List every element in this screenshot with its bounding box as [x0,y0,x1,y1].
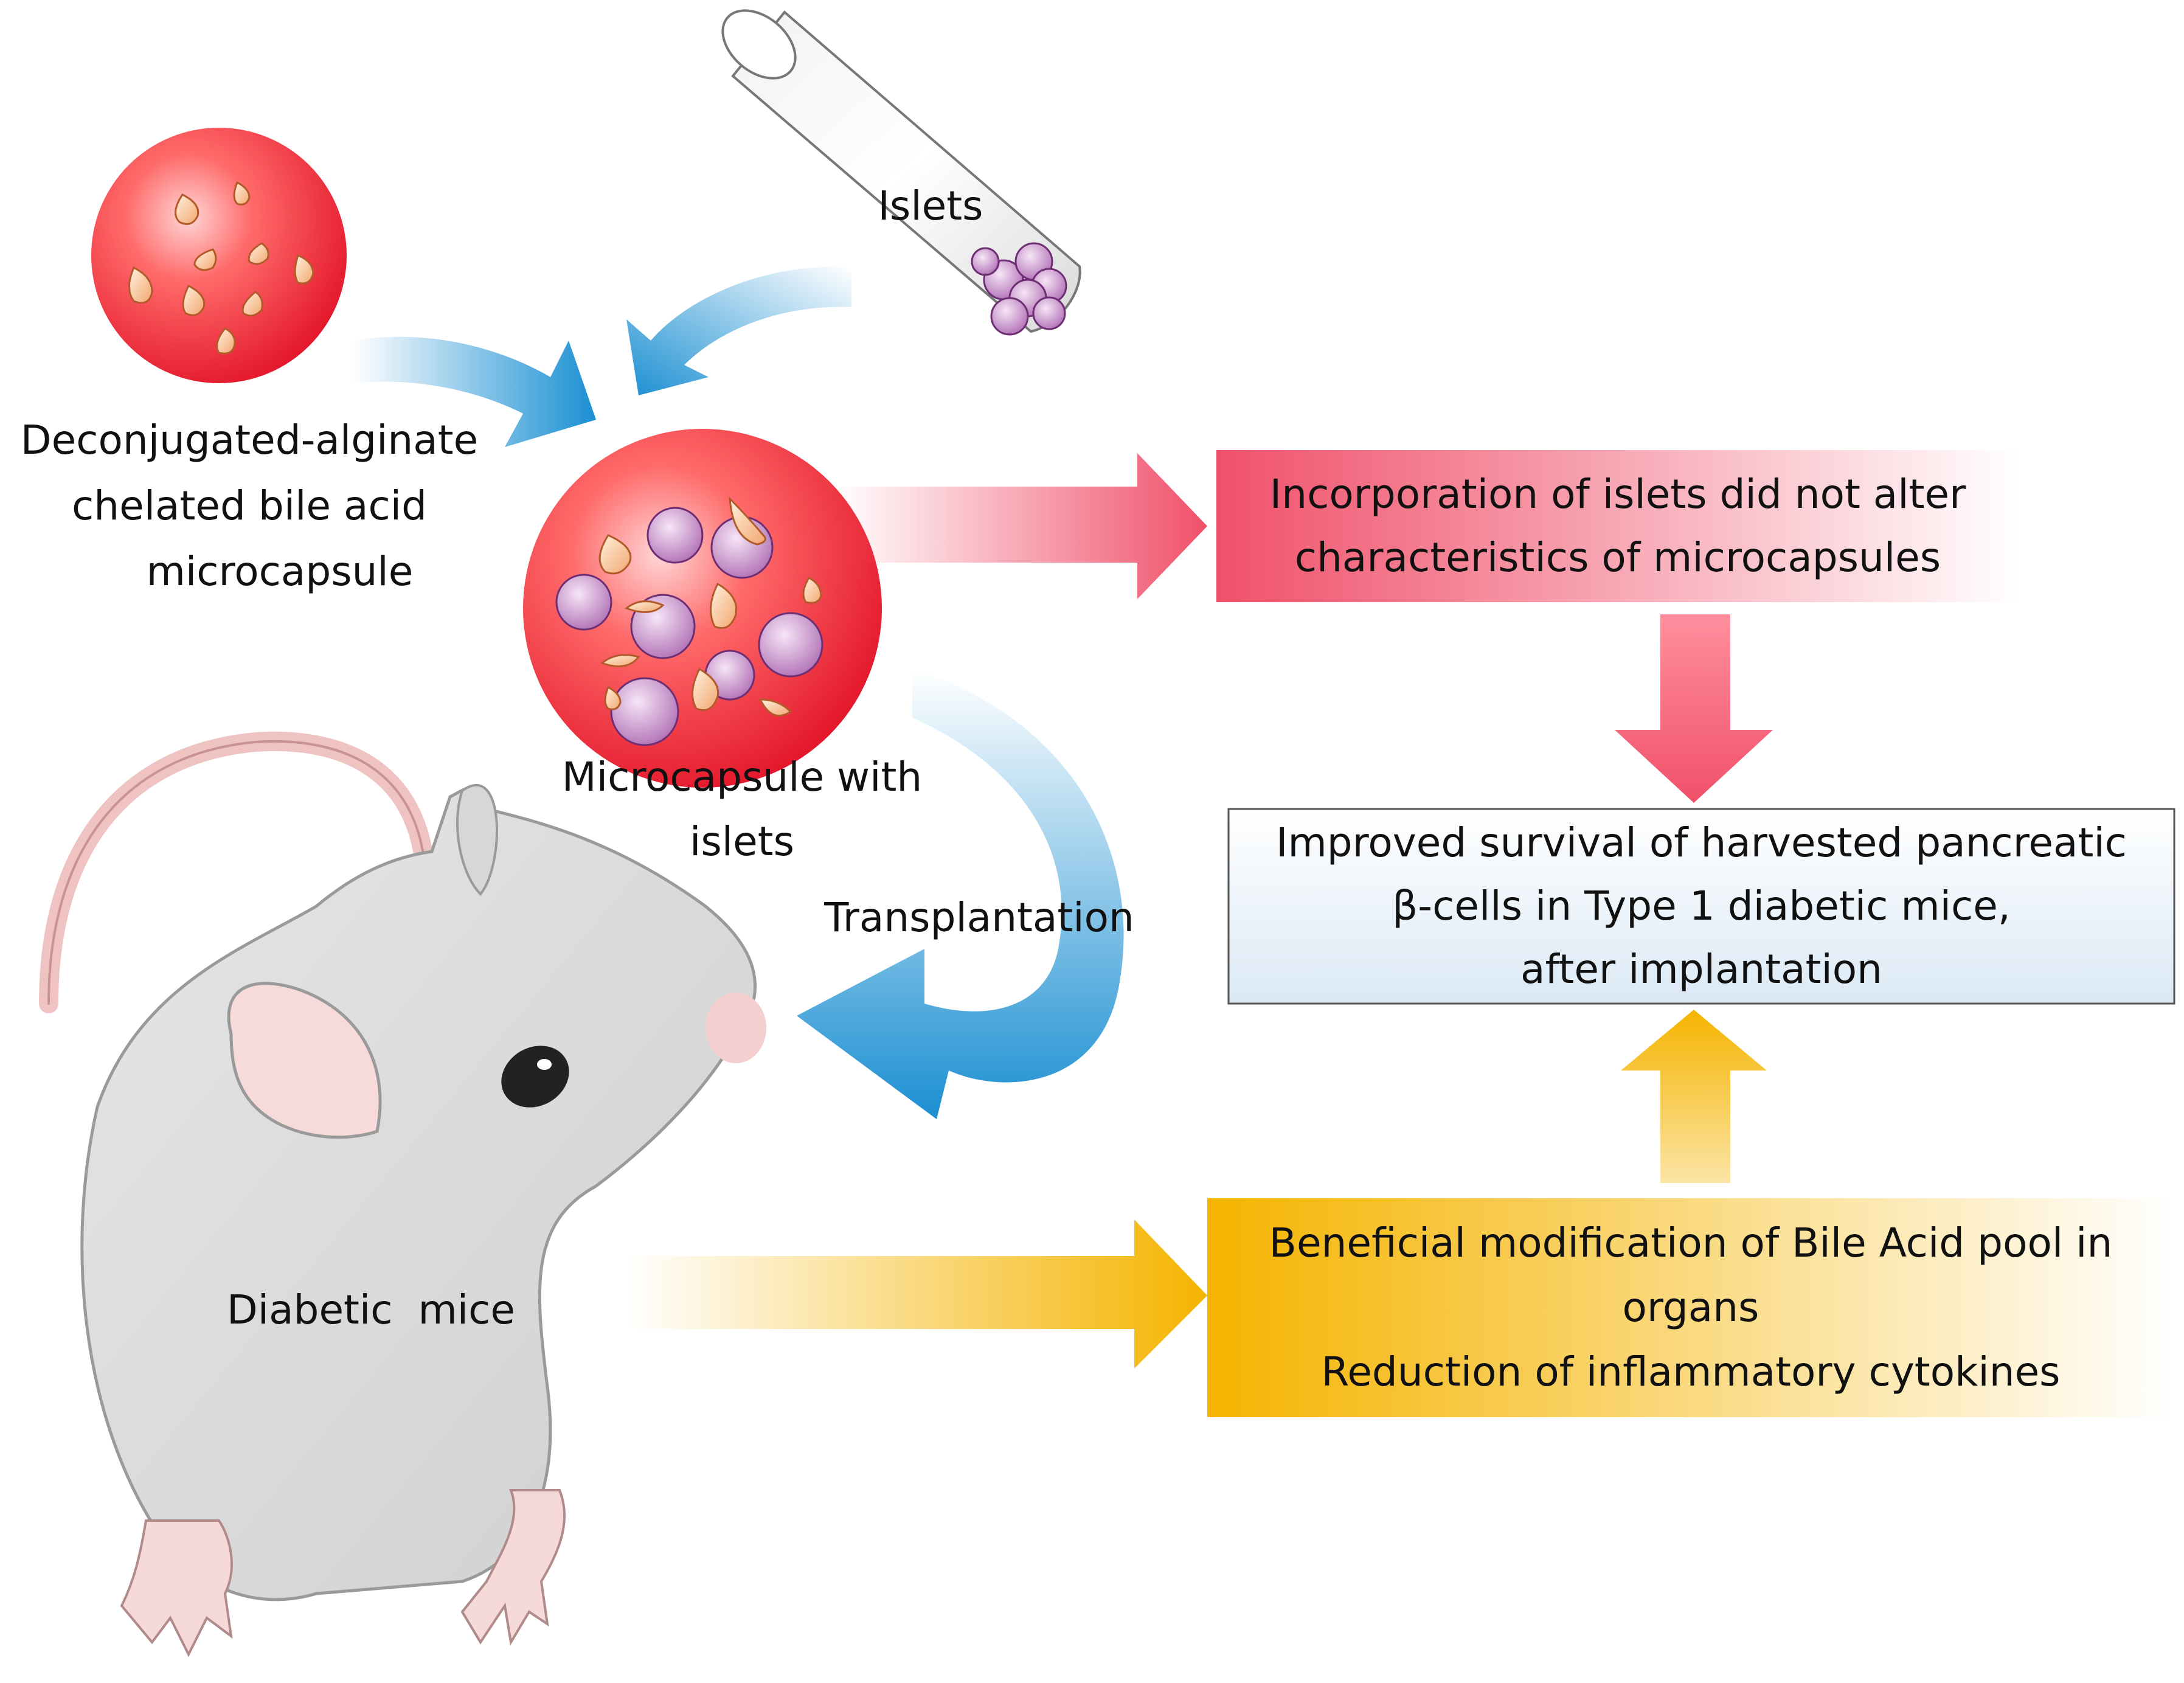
improved-survival-box: Improved survival of harvested pancreati… [1229,809,2174,1004]
mouse-icon [39,732,766,1657]
incorporation-box: Incorporation of islets did not alter ch… [1216,450,2019,602]
improved-survival-line-3: after implantation [1520,946,1882,993]
mouse-eye [501,1046,569,1108]
improved-survival-line-2: β-cells in Type 1 diabetic mice, [1392,883,2011,929]
deconjugated-line-2: chelated bile acid [72,482,427,529]
incorporation-to-survival-arrow [1615,614,1773,803]
beneficial-to-survival-arrow [1621,1010,1767,1183]
improved-survival-box-bg [1227,808,2175,1005]
beneficial-line-3: Reduction of inflammatory cytokines [1321,1348,2061,1395]
microcapsule-with-islets-line-2: islets [690,818,794,865]
improved-survival-line-1: Improved survival of harvested pancreati… [1276,819,2127,866]
islet-microcapsule-icon [523,429,882,788]
mouse-tail-outline [47,740,427,1005]
islets-label: Islets [878,182,983,229]
mouse-body [80,786,757,1601]
mouse-back-ear [456,784,498,896]
capsule-to-incorporation-arrow [836,453,1207,599]
incorporation-line-1: Incorporation of islets did not alter [1269,471,1966,518]
incorporation-box-bg [1216,450,2019,602]
deconjugated-capsule-label: Deconjugated-alginate chelated bile acid… [0,408,499,605]
beneficial-line-2: organs [1622,1284,1759,1331]
capsule-drops-large [598,496,822,717]
mouse-front-paw [460,1489,566,1646]
mouse-eye-highlight [537,1059,552,1070]
mouse-to-beneficial-arrow [626,1220,1207,1369]
mouse-nose [705,993,766,1063]
mouse-ear [227,982,382,1139]
mouse-hind-paw [120,1519,233,1657]
incorporation-line-2: characteristics of microcapsules [1294,534,1941,581]
microcapsule-with-islets-label: Microcapsule with islets [529,745,955,874]
beneficial-box: Beneficial modification of Bile Acid poo… [1207,1198,2174,1417]
transplantation-arrow [797,669,1124,1119]
deconjugated-line-3: microcapsule [146,548,414,595]
capsule-to-capsule-arrow [353,336,596,447]
transplantation-label: Transplantation [824,894,1134,941]
beneficial-box-bg [1207,1198,2174,1417]
test-tube-icon [721,9,1081,336]
microcapsule-with-islets-line-1: Microcapsule with [561,754,923,800]
tube-islets [971,242,1067,336]
deconjugated-line-1: Deconjugated-alginate [20,417,479,463]
deconjugated-capsule-icon [91,128,347,383]
beneficial-line-1: Beneficial modification of Bile Acid poo… [1269,1220,2113,1266]
diabetic-mice-label: Diabetic mice [226,1286,516,1333]
tube-to-capsule-arrow [626,266,851,395]
capsule-drops [128,181,314,355]
